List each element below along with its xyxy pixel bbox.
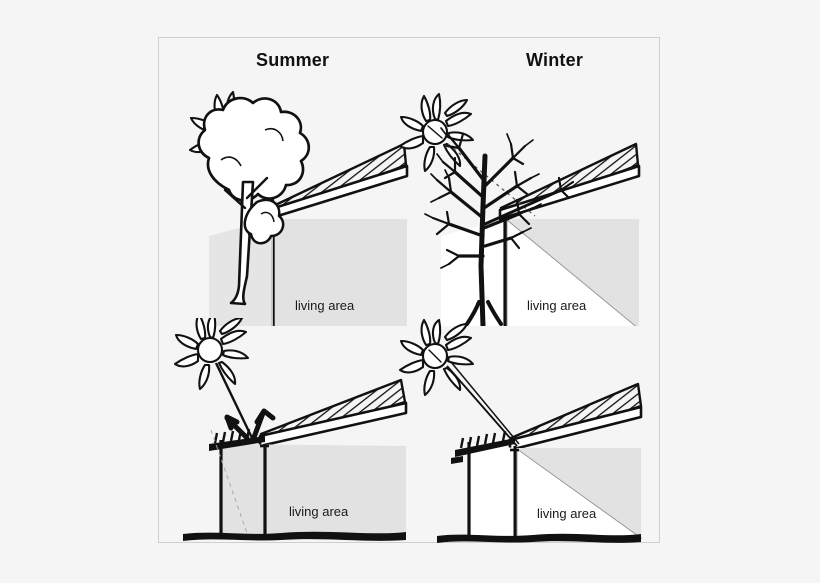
lit-glazing — [469, 444, 515, 538]
wall-outline — [467, 442, 519, 539]
roof-overhang — [508, 382, 643, 452]
living-area-label: living area — [295, 298, 355, 313]
lit-facade — [441, 219, 505, 326]
incident-sun-ray — [446, 365, 518, 447]
sun-icon — [173, 318, 250, 391]
panel-winter-tree: living area — [393, 86, 643, 326]
incident-sun-ray-2 — [450, 361, 520, 445]
panel-summer-tree-drawing: living area — [188, 90, 409, 326]
column-title-summer: Summer — [256, 50, 330, 70]
shadow-angle-guide — [210, 429, 248, 534]
roof-overhang — [258, 378, 408, 448]
panel-summer-tree: living area — [161, 86, 411, 326]
sun-icon — [398, 318, 475, 397]
panel-winter-eave: living area — [393, 318, 643, 543]
living-area-label: living area — [537, 506, 597, 521]
panel-winter-tree-drawing: living area — [398, 92, 641, 326]
column-title-winter: Winter — [526, 50, 584, 70]
incident-sun-ray — [214, 362, 255, 441]
living-area-label: living area — [527, 298, 587, 313]
panel-summer-eave: living area — [161, 318, 411, 543]
deciduous-tree-bare — [424, 127, 575, 326]
diagram-frame: Summer Winter — [158, 37, 660, 543]
panel-summer-eave-drawing: living area — [173, 318, 408, 541]
sun-icon — [398, 92, 475, 173]
roof-overhang — [498, 142, 641, 221]
panel-winter-eave-drawing: living area — [398, 318, 643, 543]
winter-sunlight-penetration — [506, 218, 637, 326]
ground-line — [437, 533, 641, 543]
reflected-ray-arrows — [224, 408, 276, 443]
wall-outline — [219, 440, 269, 537]
deciduous-tree-in-leaf — [197, 96, 311, 306]
living-area-wall — [221, 444, 406, 536]
louvered-sunshade — [451, 430, 515, 464]
ground-line — [183, 531, 406, 541]
living-area-label: living area — [289, 504, 349, 519]
